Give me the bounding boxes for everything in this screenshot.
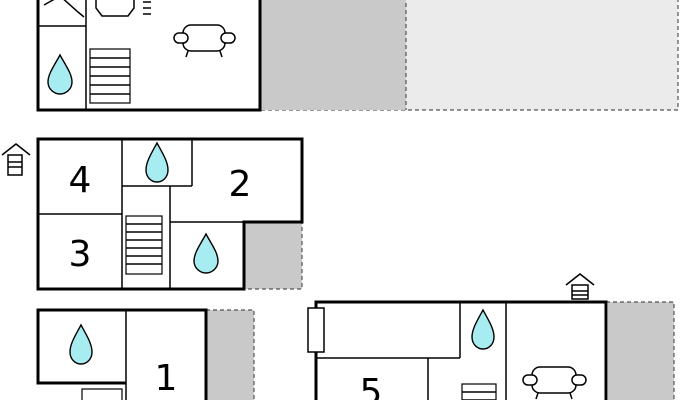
floor-middle: 4 2 3 [1, 137, 304, 291]
floor-bottom-left: 1 [36, 308, 255, 400]
terrace-area [244, 222, 302, 289]
terrace-outline [606, 301, 675, 400]
window-icon [307, 307, 325, 353]
staircase-icon [461, 383, 497, 400]
room-number: 5 [360, 372, 383, 400]
room-number: 2 [229, 164, 252, 205]
terrace-area [260, 0, 406, 110]
staircase-icon [125, 215, 163, 275]
room-number: 1 [155, 358, 178, 399]
entrance-house-icon [1, 143, 31, 176]
water-drop-icon [193, 232, 219, 274]
water-drop-icon [145, 141, 169, 183]
bottom-left-floor-outline [36, 308, 208, 400]
staircase-icon [89, 48, 131, 104]
terrace-outline [206, 309, 255, 400]
sofa-icon [173, 24, 236, 58]
staircase-icon [81, 388, 123, 400]
room-number: 3 [69, 234, 92, 275]
terrace-area [206, 310, 254, 400]
top-floor-outline [36, 0, 262, 112]
water-drop-icon [69, 323, 93, 365]
room-number: 4 [69, 160, 92, 201]
terrace-area [608, 302, 674, 400]
floor-bottom-right: 5 [307, 273, 675, 400]
entrance-house-icon [565, 273, 595, 300]
sofa-icon [522, 366, 587, 400]
water-drop-icon [47, 53, 73, 95]
fireplace-icon [95, 0, 151, 17]
door-swing [43, 0, 85, 18]
floor-top [36, 0, 679, 112]
water-drop-icon [471, 308, 495, 350]
bottom-right-floor-outline [314, 300, 608, 400]
